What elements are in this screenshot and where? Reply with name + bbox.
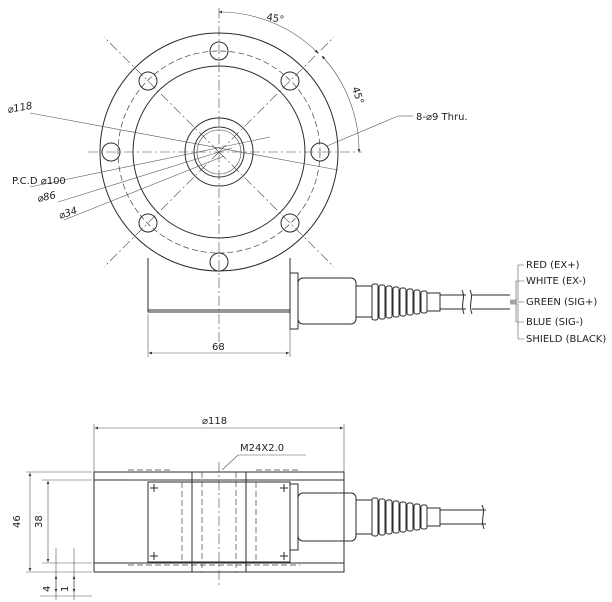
bolt-hole [209,252,229,272]
dia-118-label: ⌀118 [7,101,34,116]
dia-118-side-label: ⌀118 [202,416,227,427]
dim-4-label: 4 [42,586,53,592]
bolt-hole [280,71,300,91]
pcd-label: P.C.D ⌀100 [12,176,66,187]
side-view [26,424,486,600]
angle-arc-side [321,55,361,153]
height-46-label: 46 [12,515,23,528]
width-68-label: 68 [212,342,225,353]
wire-legend: RED (EX+) WHITE (EX-) GREEN (SIG+) BLUE … [526,260,606,345]
angle-arc-top [218,10,319,54]
angle-label-side: 45° [349,86,365,106]
bolt-hole [138,213,158,233]
front-view [29,8,524,357]
wire-label-red: RED (EX+) [526,260,580,271]
wire-label-white: WHITE (EX-) [526,276,586,287]
wire-label-green: GREEN (SIG+) [526,297,597,308]
wire-label-blue: BLUE (SIG-) [526,317,583,328]
screw-markers [150,484,288,560]
cable-gland-front [289,272,510,330]
dia-34-label: ⌀34 [58,206,79,222]
thread-label: M24X2.0 [240,443,284,454]
bolt-hole [280,213,300,233]
dia-86-label: ⌀86 [36,190,57,205]
cable-gland-side [289,483,486,551]
height-38-label: 38 [34,515,45,528]
dim-1-label: 1 [60,586,71,592]
angle-label-top: 45° [265,12,284,26]
wire-fanout [510,264,524,340]
wire-label-shield: SHIELD (BLACK) [526,334,606,345]
bolt-hole [138,71,158,91]
holes-label: 8-⌀9 Thru. [416,112,468,123]
